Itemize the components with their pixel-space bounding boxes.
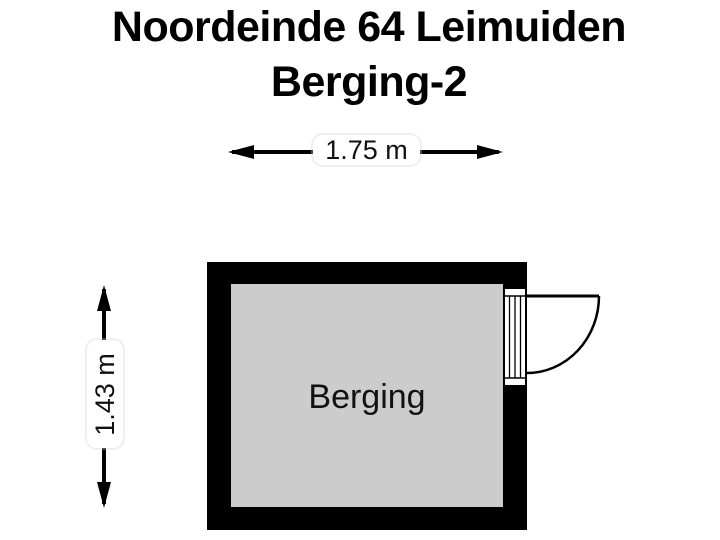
- page-title: Noordeinde 64 Leimuiden Berging-2: [0, 0, 720, 110]
- arrow-left-icon: [228, 145, 254, 159]
- title-address: Noordeinde 64 Leimuiden: [111, 3, 627, 51]
- title-room-name: Berging-2: [270, 58, 468, 106]
- width-dimension-value: 1.75 m: [325, 134, 408, 165]
- arrow-down-icon: [97, 482, 111, 508]
- height-dimension-label: 1.43 m: [87, 340, 123, 448]
- door-swing: [526, 294, 601, 375]
- width-dimension-label: 1.75 m: [313, 135, 420, 165]
- door-frame: [503, 287, 527, 387]
- height-dimension-value: 1.43 m: [89, 352, 120, 436]
- room-name-label: Berging: [308, 378, 426, 416]
- room-floor: [231, 284, 503, 507]
- arrow-right-icon: [477, 145, 503, 159]
- arrow-up-icon: [97, 285, 111, 311]
- door-arc: [526, 295, 601, 375]
